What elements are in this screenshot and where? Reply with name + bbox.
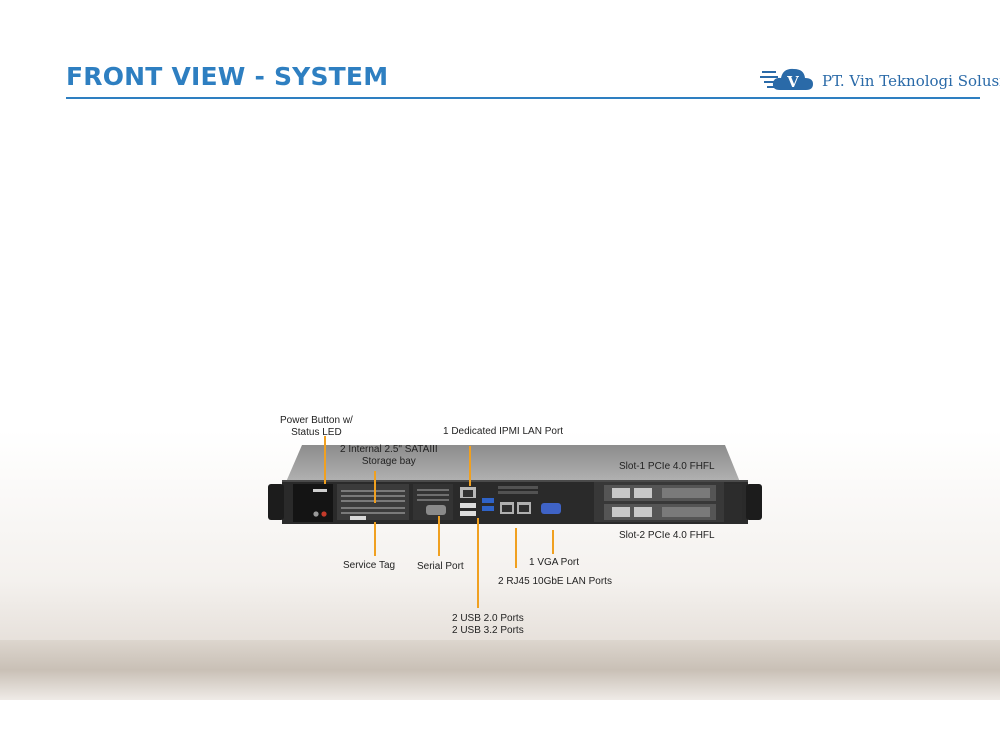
usb-2-port-icon (460, 503, 476, 508)
storage-vent (341, 490, 405, 514)
callout-line-power (324, 436, 326, 484)
callout-service-tag: Service Tag (343, 560, 396, 571)
power-button-icon (313, 511, 319, 517)
callout-serial-port: Serial Port (417, 561, 464, 572)
chassis-top (286, 445, 740, 482)
cloud-logo-icon: V (760, 68, 813, 91)
callout-line-usb (477, 518, 479, 608)
company-name: PT. Vin Teknologi Solusi (822, 72, 1000, 90)
callout-line-storage (374, 471, 376, 503)
callout-ipmi-lan: 1 Dedicated IPMI LAN Port (443, 426, 564, 437)
callout-power-button: Power Button w/ Status LED (280, 415, 353, 438)
service-tag-icon (350, 516, 366, 520)
callout-line-ipmi (469, 446, 471, 486)
company-logo: V PT. Vin Teknologi Solusi (760, 62, 1000, 96)
callout-vga-port: 1 VGA Port (529, 557, 580, 568)
callout-line-vga (552, 530, 554, 554)
title-divider (66, 97, 980, 99)
callout-usb-ports: 2 USB 2.0 Ports 2 USB 3.2 Ports (452, 613, 524, 636)
page-title: FRONT VIEW - SYSTEM (66, 62, 389, 91)
vga-port-icon (541, 503, 561, 514)
table-edge (0, 640, 1000, 700)
callout-line-serial (438, 516, 440, 556)
callout-slot-2: Slot-2 PCIe 4.0 FHFL (619, 530, 715, 541)
status-led-icon (321, 511, 327, 517)
callout-line-service-tag (374, 522, 376, 556)
right-rack-ear (746, 484, 762, 520)
svg-text:V: V (786, 73, 799, 91)
usb-3-port-icon (482, 498, 494, 503)
callout-storage-bay: 2 Internal 2.5" SATAIII Storage bay (340, 444, 438, 467)
callout-rj45-ports: 2 RJ45 10GbE LAN Ports (498, 576, 612, 587)
left-rack-ear (268, 484, 284, 520)
callout-slot-1: Slot-1 PCIe 4.0 FHFL (619, 461, 715, 472)
callout-line-rj45 (515, 528, 517, 568)
serial-port-icon (426, 505, 446, 515)
